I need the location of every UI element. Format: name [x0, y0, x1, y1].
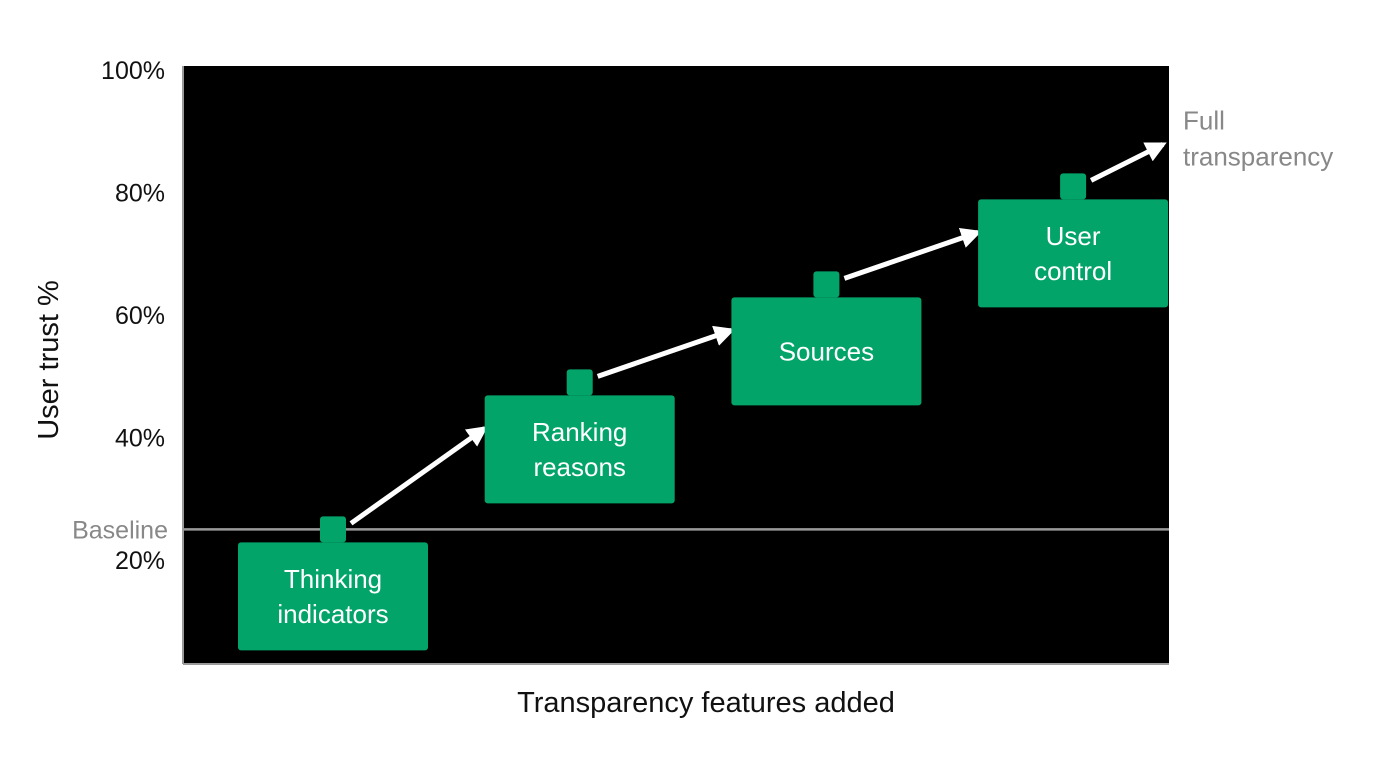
- step-marker: [320, 516, 346, 543]
- step-box: [731, 297, 922, 406]
- baseline-label: Baseline: [72, 516, 168, 544]
- step-box: [238, 542, 428, 651]
- x-axis-title: Transparency features added: [517, 687, 895, 719]
- step-box: [484, 395, 675, 504]
- y-tick-label: 60%: [115, 302, 165, 330]
- end-label-line: Full: [1183, 105, 1225, 135]
- end-label-line: transparency: [1183, 141, 1333, 171]
- trend-arrow: [1089, 142, 1167, 183]
- step-label: Ranking: [532, 417, 627, 447]
- y-axis-title: User trust %: [33, 280, 65, 440]
- feature-step: Sources: [731, 271, 922, 406]
- feature-step: Thinking indicators: [238, 516, 428, 651]
- y-tick-label: 100%: [101, 57, 165, 85]
- trend-arrow: [843, 227, 983, 281]
- feature-steps: Thinking indicators Ranking reasons Sources U…: [238, 173, 1169, 651]
- trend-arrow: [596, 325, 736, 379]
- y-tick-label: 80%: [115, 180, 165, 208]
- y-tick-label: 40%: [115, 425, 165, 453]
- step-label: reasons: [533, 452, 626, 482]
- step-label: User: [1046, 221, 1101, 251]
- step-marker: [566, 369, 593, 396]
- step-label: indicators: [277, 599, 388, 629]
- step-marker: [813, 271, 840, 298]
- end-label: Full transparency: [1183, 105, 1333, 171]
- step-label: Thinking: [284, 564, 382, 594]
- feature-step: User control: [978, 173, 1169, 308]
- y-tick-labels: 20% 40% 60% 80% 100%: [101, 57, 165, 575]
- step-label: Sources: [779, 336, 874, 366]
- trend-arrows: [349, 142, 1167, 526]
- step-box: [978, 199, 1169, 308]
- step-label: control: [1034, 256, 1112, 286]
- feature-step: Ranking reasons: [484, 369, 675, 504]
- step-marker: [1060, 173, 1087, 200]
- y-tick-label: 20%: [115, 547, 165, 575]
- baseline: Baseline: [72, 516, 1169, 544]
- trend-arrow: [349, 425, 489, 526]
